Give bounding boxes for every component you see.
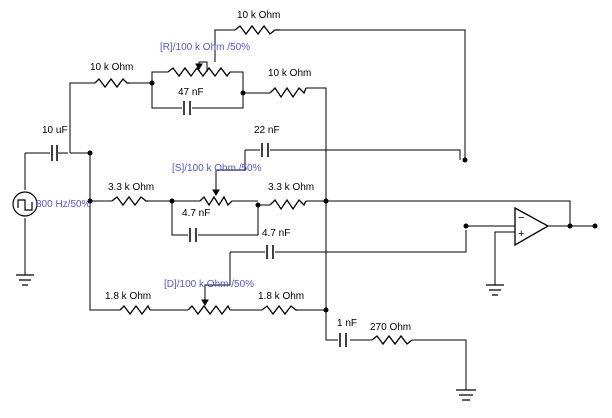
label-cap-out: 1 nF (337, 318, 358, 329)
ground-icon (456, 389, 476, 401)
label-cap-r: 47 nF (178, 87, 204, 98)
potentiometer-d (187, 304, 231, 316)
wire (198, 205, 259, 236)
potentiometer-s (199, 195, 233, 207)
junction-dot (149, 80, 155, 86)
wire (280, 29, 466, 160)
label-pot-r: [R]/100 k Ohm /50% (160, 42, 251, 53)
junction-dot (323, 198, 329, 204)
label-r-in-bot: 1.8 k Ohm (105, 291, 152, 302)
wire (230, 71, 244, 93)
wire (199, 61, 208, 72)
resistor (261, 304, 298, 316)
label-r-out-bot: 1.8 k Ohm (258, 291, 305, 302)
wire (151, 83, 182, 109)
label-r-out-mid: 3.3 k Ohm (268, 182, 315, 193)
wire (89, 153, 120, 311)
junction-dot (463, 223, 469, 229)
wire (69, 82, 95, 153)
potentiometer-r (167, 66, 231, 78)
wire (192, 93, 244, 109)
label-cap-in: 10 uF (42, 125, 68, 136)
capacitor-4-7nf-d (266, 245, 274, 259)
wire (412, 339, 467, 390)
wire (215, 150, 246, 180)
wire (275, 230, 467, 253)
junction-dot (462, 157, 468, 163)
capacitor-47nf (183, 101, 191, 115)
label-pot-s: [S]/100 k Ohm /50% (172, 163, 262, 174)
label-r-in-mid: 3.3 k Ohm (108, 182, 155, 193)
label-r-out: 270 Ohm (370, 322, 412, 333)
wire (326, 200, 571, 226)
opamp-minus-sign: − (518, 212, 525, 224)
junction-dot (87, 198, 93, 204)
pot-wiper-arrow (212, 189, 220, 196)
junction-dot (323, 307, 329, 313)
resistor (269, 198, 307, 211)
label-cap-s-fb: 22 nF (254, 125, 280, 136)
wire (171, 201, 188, 236)
resistor (371, 334, 413, 346)
label-source: 300 Hz/50% (36, 199, 91, 210)
pot-wiper-arrow (195, 63, 203, 70)
label-r-mid-top: 10 k Ohm (268, 68, 312, 79)
junction-dot (169, 198, 175, 204)
wire (204, 252, 231, 295)
junction-dot (255, 202, 261, 208)
junction-dot (240, 90, 246, 96)
opamp (514, 206, 550, 247)
capacitor-4-7nf-s (189, 228, 197, 242)
opamp-plus-sign: + (518, 228, 525, 240)
resistor (119, 304, 151, 316)
pot-wiper-arrow (201, 299, 209, 306)
wire (494, 231, 515, 285)
wire (270, 149, 461, 160)
label-cap-d-fb: 4.7 nF (262, 228, 291, 239)
junction-dot (567, 223, 573, 229)
resistor (111, 195, 148, 207)
wire (130, 71, 168, 84)
wire (306, 87, 327, 205)
capacitor-22nf (261, 143, 269, 157)
ground-icon (16, 274, 34, 286)
capacitor-10uf (51, 145, 58, 161)
square-wave-source (12, 191, 38, 217)
wire (214, 29, 235, 62)
junction-dot (592, 223, 598, 229)
capacitor-1nf (339, 333, 347, 347)
resistor (234, 24, 280, 36)
label-cap-s: 4.7 nF (182, 208, 211, 219)
label-pot-d: [D]/100 k Ohm /50% (164, 279, 255, 290)
wire (325, 205, 338, 341)
resistor (94, 77, 130, 89)
label-r-top: 10 k Ohm (237, 10, 281, 21)
junction-dot (87, 150, 93, 156)
label-r-in-top: 10 k Ohm (90, 62, 134, 73)
resistor (269, 86, 307, 99)
ground-icon (486, 284, 504, 296)
